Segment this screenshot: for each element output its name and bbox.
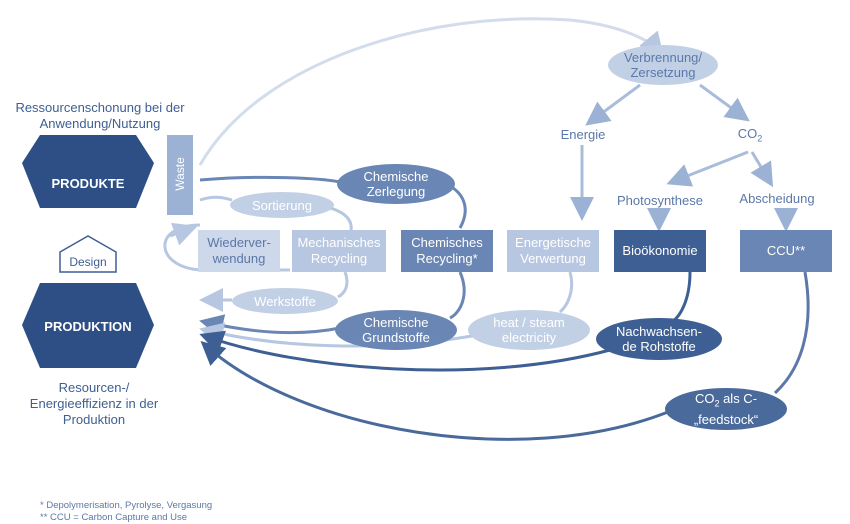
box-line: wendung: [212, 251, 266, 266]
waste-bar: [167, 135, 193, 215]
arc-waste-to-verbrennung: [198, 17, 664, 166]
arc-bio-nachwachsende: [669, 271, 692, 325]
box-biooekonomie: Bioökonomie: [614, 230, 706, 272]
footnote-2: ** CCU = Carbon Capture and Use: [40, 512, 188, 523]
box-line: Recycling: [310, 251, 368, 266]
box-line: Verwertung: [520, 251, 586, 266]
ellipse-line: Verbrennung/: [623, 50, 703, 65]
ellipse-line: Chemische: [363, 315, 429, 330]
produkte-hexagon-join: [60, 135, 120, 208]
box-line: Wiederver-: [207, 235, 271, 250]
box-line: Energetische: [515, 235, 591, 250]
arrow-co2-abscheidung: [750, 151, 774, 188]
ellipse-line: Zersetzung: [630, 65, 696, 80]
produktion-hexagon-join: [60, 283, 120, 368]
co2-subscript: 2: [714, 398, 720, 409]
ellipse-werkstoffe: Werkstoffe: [232, 288, 338, 314]
label-co2: CO2: [725, 126, 775, 147]
arrow-verbrennung-co2: [699, 83, 750, 122]
waste-label: Waste: [173, 157, 187, 191]
arrow-loop-back: [169, 222, 198, 246]
ellipse-line: de Rohstoffe: [622, 339, 696, 354]
label-energie: Energie: [560, 127, 606, 142]
caption-ressourcenschonung: Ressourcenschonung bei der Anwendung/Nut…: [10, 100, 190, 132]
caption-line: Ressourcenschonung bei der: [15, 100, 185, 115]
caption-resourcen-effizienz: Resourcen-/ Energieeffizienz in der Prod…: [10, 380, 178, 428]
ellipse-line: Zerlegung: [366, 184, 426, 199]
ellipse-line: „feedstock“: [693, 411, 759, 427]
caption-line: Energieeffizienz in der: [29, 396, 159, 411]
produktion-label: PRODUKTION: [44, 319, 132, 334]
arc-energetische-heat: [558, 271, 574, 314]
arc-waste-chem-zerlegung: [199, 175, 341, 184]
label-abscheidung: Abscheidung: [739, 191, 815, 206]
box-ccu: CCU**: [740, 230, 832, 272]
ellipse-co2-feedstock: CO2 als C- „feedstock“: [665, 388, 787, 430]
ellipse-line: electricity: [501, 330, 557, 345]
box-line: Chemisches: [411, 235, 483, 250]
ellipse-line: Nachwachsen-: [616, 324, 702, 339]
ellipse-line: Chemische: [363, 169, 429, 184]
ellipse-line: Grundstoffe: [362, 330, 430, 345]
caption-line: Resourcen-/: [58, 380, 130, 395]
ellipse-nachwachsende-rohstoffe: Nachwachsen-de Rohstoffe: [596, 318, 722, 360]
arrow-nachwachsende-produktion: [199, 330, 611, 372]
arrow-co2-photosynthese: [666, 150, 749, 187]
arc-ccu-co2feedstock: [773, 271, 810, 395]
design-house: [59, 235, 117, 273]
caption-line: Anwendung/Nutzung: [39, 116, 161, 131]
box-line: Recycling*: [416, 251, 478, 266]
arrow-verbrennung-energie: [585, 83, 641, 126]
co2-text: CO: [694, 391, 715, 407]
ellipse-text: als C-: [719, 391, 758, 407]
arrow-grundstoffe-produktion: [199, 314, 341, 338]
box-wiederverwendung: Wiederver-wendung: [198, 230, 280, 272]
co2-subscript: 2: [757, 133, 763, 144]
ellipse-sortierung: Sortierung: [230, 192, 334, 218]
arc-mech-werkstoffe: [337, 271, 349, 299]
ellipse-line: heat / steam: [493, 315, 565, 330]
arrow-co2feedstock-produktion: [200, 341, 669, 441]
arc-waste-sortierung: [199, 195, 233, 202]
footnote-1: * Depolymerisation, Pyrolyse, Vergasung: [40, 500, 213, 511]
ellipse-line: CO2 als C-: [694, 391, 758, 412]
box-line: Mechanisches: [297, 235, 381, 250]
arc-zerlegung-chemrec: [449, 184, 467, 229]
co2-text: CO: [737, 126, 758, 141]
ellipse-verbrennung: Verbrennung/Zersetzung: [608, 45, 718, 85]
arc-chemrec-grundstoffe: [449, 271, 466, 320]
caption-line: Produktion: [62, 412, 126, 427]
design-label: Design: [69, 255, 107, 269]
produkte-label: PRODUKTE: [51, 176, 125, 191]
label-photosynthese: Photosynthese: [616, 193, 703, 208]
